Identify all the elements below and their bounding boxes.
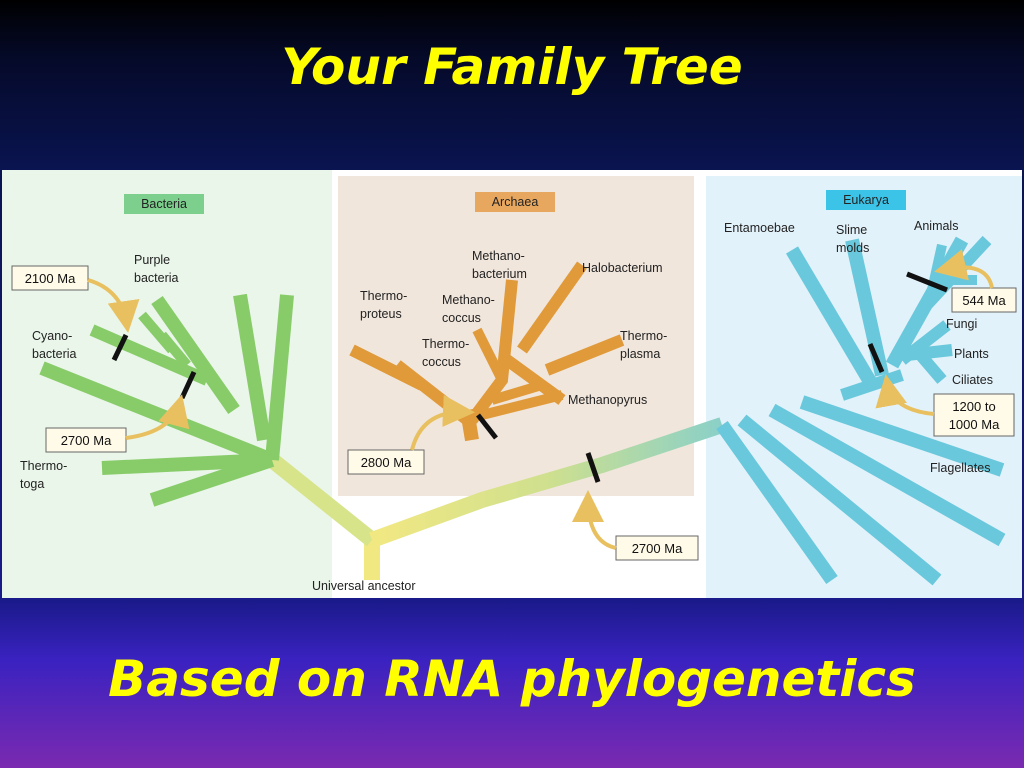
date-bacteria-lower: 2700 Ma — [61, 433, 112, 448]
tree-trunk — [267, 417, 725, 580]
archaea-tag-label: Archaea — [492, 195, 539, 209]
label-cyano-1: Cyano- — [32, 329, 72, 343]
label-methanococcus-1: Methano- — [442, 293, 495, 307]
bacteria-tag-label: Bacteria — [141, 197, 187, 211]
label-thermoproteus-1: Thermo- — [360, 289, 407, 303]
bacteria-tag — [124, 194, 204, 214]
eukarya-tag — [826, 190, 906, 210]
label-slime-molds-2: molds — [836, 241, 869, 255]
slide-title: Your Family Tree — [281, 38, 743, 96]
date-eukarya-1: 1200 to — [952, 399, 995, 414]
label-thermococcus-1: Thermo- — [422, 337, 469, 351]
label-ciliates: Ciliates — [952, 373, 993, 387]
label-fungi: Fungi — [946, 317, 977, 331]
label-universal-ancestor: Universal ancestor — [312, 579, 416, 593]
label-thermotoga-2: toga — [20, 477, 44, 491]
trunk-marker — [585, 452, 601, 483]
archaea-marker — [476, 413, 498, 440]
phylogenetic-tree-figure: Bacteria Archaea Eukarya — [2, 170, 1022, 598]
label-thermoproteus-2: proteus — [360, 307, 402, 321]
date-trunk: 2700 Ma — [632, 541, 683, 556]
label-plants: Plants — [954, 347, 989, 361]
label-methanobacterium-1: Methano- — [472, 249, 525, 263]
label-thermococcus-2: coccus — [422, 355, 461, 369]
date-callout-bacteria-lower: 2700 Ma — [45, 394, 190, 453]
label-purple-bacteria-2: bacteria — [134, 271, 179, 285]
label-slime-molds-1: Slime — [836, 223, 867, 237]
bacteria-marker-upper — [111, 333, 129, 362]
label-methanobacterium-2: bacterium — [472, 267, 527, 281]
bacteria-marker-lower — [179, 370, 197, 400]
date-eukarya-2: 1000 Ma — [949, 417, 1000, 432]
date-callout-eukarya: 1200 to 1000 Ma — [875, 374, 1015, 437]
tree-svg: Bacteria Archaea Eukarya — [2, 170, 1022, 598]
label-purple-bacteria-1: Purple — [134, 253, 170, 267]
date-callout-animals: 544 Ma — [934, 249, 1017, 313]
label-animals: Animals — [914, 219, 958, 233]
label-thermotoga-1: Thermo- — [20, 459, 67, 473]
label-thermoplasma-1: Thermo- — [620, 329, 667, 343]
date-callout-trunk: 2700 Ma — [572, 490, 699, 561]
label-methanococcus-2: coccus — [442, 311, 481, 325]
bacteria-branches — [39, 293, 294, 507]
slide-subtitle: Based on RNA phylogenetics — [108, 650, 916, 708]
date-animals: 544 Ma — [962, 293, 1006, 308]
eukarya-tag-label: Eukarya — [843, 193, 889, 207]
eukarya-marker-lower — [867, 343, 885, 373]
date-callout-bacteria-upper: 2100 Ma — [11, 265, 140, 333]
label-methanopyrus: Methanopyrus — [568, 393, 647, 407]
label-halobacterium: Halobacterium — [582, 261, 663, 275]
animals-marker — [906, 271, 948, 293]
date-archaea: 2800 Ma — [361, 455, 412, 470]
label-flagellates: Flagellates — [930, 461, 990, 475]
label-cyano-2: bacteria — [32, 347, 77, 361]
date-callout-archaea: 2800 Ma — [347, 394, 475, 475]
archaea-panel — [338, 176, 694, 496]
archaea-tag — [475, 192, 555, 212]
date-bacteria-upper: 2100 Ma — [25, 271, 76, 286]
label-thermoplasma-2: plasma — [620, 347, 660, 361]
label-entamoebae: Entamoebae — [724, 221, 795, 235]
